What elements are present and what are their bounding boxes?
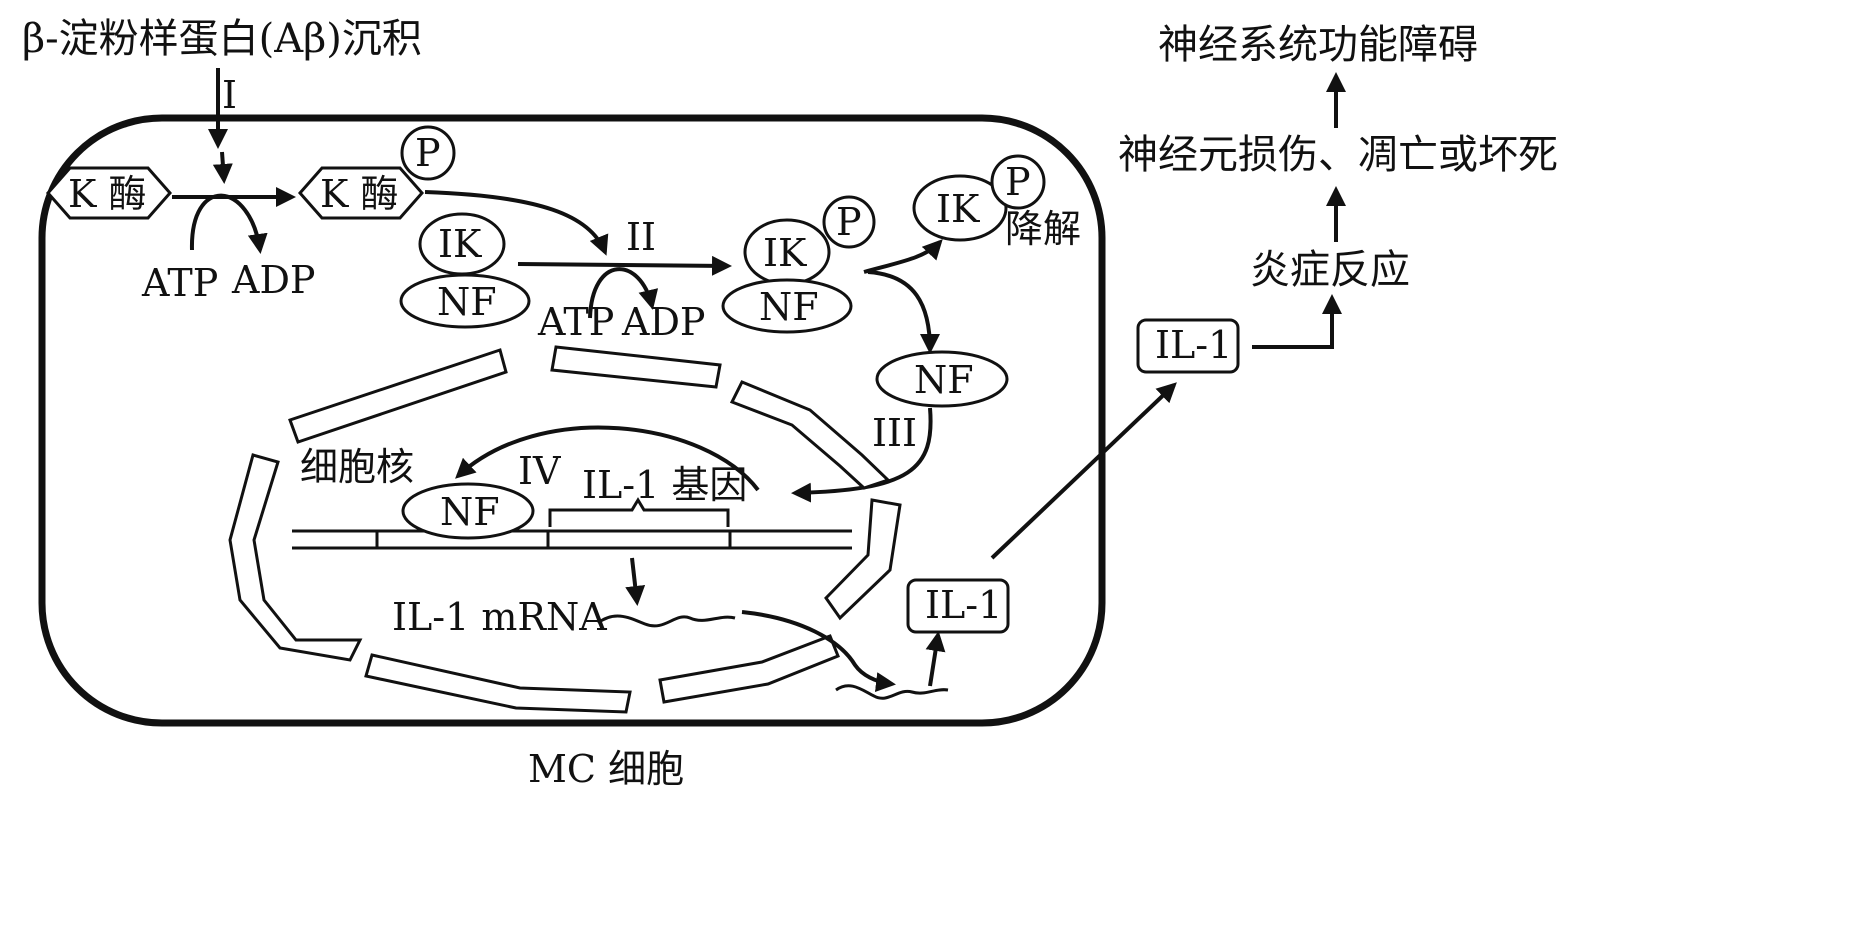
arrow-translation — [925, 631, 946, 687]
atp-adp-curve-1 — [189, 193, 268, 254]
ik-deg-label: IK — [936, 187, 980, 231]
arrow-transcription — [625, 557, 646, 606]
gene-label: IL-1 基因 — [582, 463, 747, 507]
nf-label-complex: NF — [437, 280, 497, 324]
step-1-label: I — [222, 73, 237, 117]
mrna-wave-cytoplasm — [835, 684, 949, 700]
nuclear-envelope-segment — [288, 348, 508, 444]
cell-membrane — [38, 114, 1106, 727]
nuclear-envelope — [228, 345, 902, 714]
phospho-label-k: P — [415, 131, 441, 175]
gene-bracket — [548, 497, 730, 527]
mrna-wave — [597, 614, 736, 628]
nucleus-label: 细胞核 — [300, 445, 414, 489]
phospho-circle-k — [400, 125, 456, 181]
phospho-label-deg: P — [1005, 160, 1031, 204]
phospho-circle-ik — [822, 195, 876, 249]
nuclear-envelope-segment — [550, 345, 722, 389]
degradation-label: 降解 — [1005, 207, 1081, 251]
arrow-to-inflammation — [1252, 294, 1342, 349]
nuclear-envelope-segment — [824, 498, 902, 621]
phospho-label-ik: P — [836, 200, 862, 244]
mrna-label: IL-1 mRNA — [392, 595, 607, 639]
nf-bound-ellipse — [401, 482, 535, 540]
ik-deg-ellipse — [912, 174, 1008, 242]
step-2-label: II — [626, 215, 656, 259]
arrow-step4 — [455, 425, 760, 492]
nuclear-envelope-segment — [364, 653, 632, 714]
arrow-mrna-export — [741, 610, 896, 693]
arrow-to-nf-free — [867, 270, 940, 354]
adp-label-2: ADP — [621, 300, 705, 344]
il1-inner-box — [906, 578, 1010, 634]
inflammation-label: 炎症反应 — [1250, 247, 1410, 293]
arrow-step3 — [791, 407, 933, 503]
injury-label: 神经元损伤、凋亡或坏死 — [1118, 132, 1558, 178]
dysfunction-label: 神经系统功能障碍 — [1158, 22, 1478, 68]
atp-adp-curve-2 — [588, 267, 659, 319]
diagram-title: β-淀粉样蛋白(Aβ)沉积 — [22, 16, 422, 62]
nf-bound-label: NF — [440, 490, 500, 534]
ik-p-label: IK — [763, 231, 807, 275]
arrow-step2 — [517, 255, 732, 276]
nf-free-label: NF — [914, 358, 974, 402]
atp-label-1: ATP — [141, 261, 218, 305]
phospho-circle-deg — [990, 154, 1046, 210]
nf-p-label: NF — [759, 285, 819, 329]
il1-outer-box — [1136, 318, 1240, 374]
k-enzyme-label: K 酶 — [68, 172, 146, 216]
nuclear-envelope-segment — [228, 453, 363, 662]
nuclear-envelope-segment — [658, 634, 840, 704]
nuclear-envelope-segment — [729, 380, 891, 490]
k-enzyme-p-hexagon — [298, 166, 424, 220]
k-enzyme-p-label: K 酶 — [320, 172, 398, 216]
arrow-secretion — [990, 382, 1177, 560]
arrow-kp-to-step2 — [424, 190, 609, 256]
ik-label: IK — [438, 222, 482, 266]
atp-label-2: ATP — [537, 300, 614, 344]
nf-p-ellipse — [721, 278, 853, 334]
il1-outer-label: IL-1 — [1155, 323, 1232, 367]
nf-ellipse-complex — [399, 273, 531, 329]
cell-label: MC 细胞 — [528, 747, 684, 791]
arrow-step1-tick — [212, 151, 233, 184]
adp-label-1: ADP — [231, 258, 315, 302]
il1-inner-label: IL-1 — [925, 583, 1002, 627]
k-enzyme-hexagon — [46, 166, 172, 220]
nf-free-ellipse — [875, 350, 1009, 408]
arrow-to-ik-degradation — [863, 239, 943, 274]
step-4-label: IV — [518, 449, 561, 493]
step-3-label: III — [872, 411, 917, 455]
